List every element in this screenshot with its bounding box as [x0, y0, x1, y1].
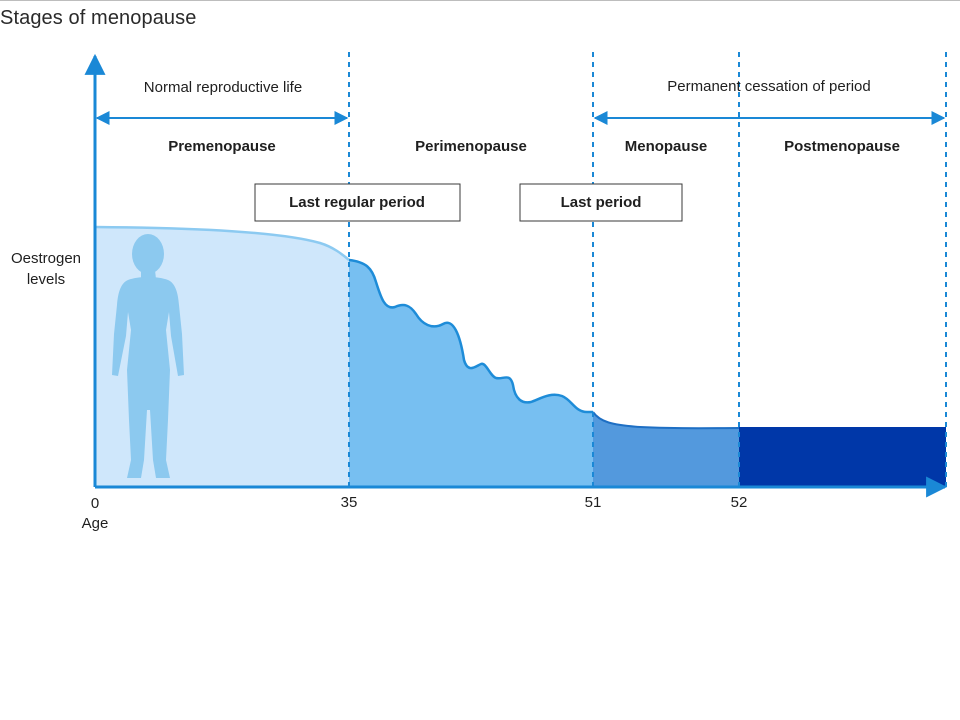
stage-perimenopause: Perimenopause	[415, 138, 527, 155]
tick-51: 51	[585, 494, 602, 511]
menopause-area	[593, 412, 739, 487]
page-title: Stages of menopause	[0, 7, 197, 29]
woman-silhouette-icon	[112, 234, 184, 478]
tick-52: 52	[731, 494, 748, 511]
stage-menopause: Menopause	[625, 138, 708, 155]
tick-0: 0	[91, 495, 99, 512]
tick-35: 35	[341, 494, 358, 511]
top-divider	[0, 0, 960, 1]
last-period-label: Last period	[561, 194, 642, 211]
premenopause-curve	[94, 225, 350, 261]
permanent-cessation-label: Permanent cessation of period	[667, 78, 870, 95]
last-regular-period-box	[254, 183, 461, 222]
normal-life-label: Normal reproductive life	[144, 79, 302, 96]
stage-premenopause: Premenopause	[168, 138, 276, 155]
y-axis-label-line2: levels	[27, 271, 65, 288]
stage-postmenopause: Postmenopause	[784, 138, 900, 155]
last-period-box	[519, 183, 683, 222]
perimenopause-curve	[348, 258, 593, 414]
postmenopause-area	[739, 427, 946, 487]
y-axis-label-line1: Oestrogen	[11, 250, 81, 267]
perimenopause-area	[349, 260, 593, 487]
x-axis-label: Age	[82, 515, 109, 532]
menopause-curve	[592, 411, 740, 430]
last-regular-period-label: Last regular period	[289, 194, 425, 211]
